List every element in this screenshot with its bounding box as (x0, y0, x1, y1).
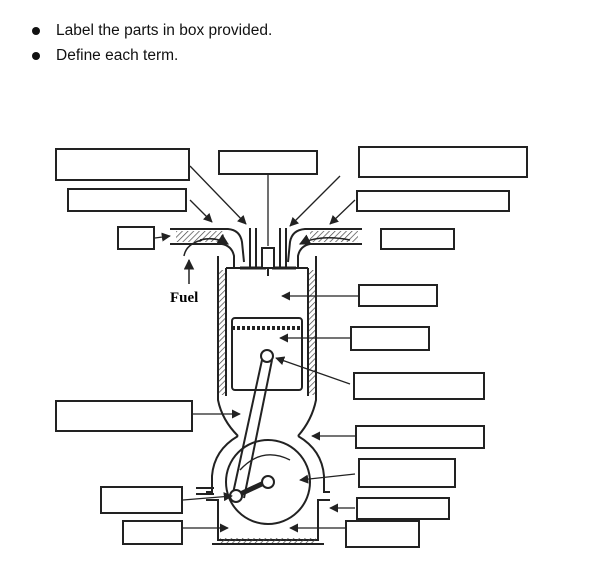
instruction-item: Define each term. (30, 43, 272, 68)
label-box-6[interactable] (117, 226, 155, 250)
label-box-8[interactable] (358, 284, 438, 307)
label-box-14[interactable] (100, 486, 183, 514)
instructions-list: Label the parts in box provided. Define … (30, 18, 272, 68)
fuel-arrow (183, 239, 203, 284)
label-box-2[interactable] (218, 150, 318, 175)
label-box-11[interactable] (55, 400, 193, 432)
label-box-10[interactable] (353, 372, 485, 400)
cylinder (217, 256, 317, 437)
label-box-13[interactable] (358, 458, 456, 488)
label-box-7[interactable] (380, 228, 455, 250)
crankcase (196, 435, 330, 545)
instruction-item: Label the parts in box provided. (30, 18, 272, 43)
bullet-icon (32, 52, 40, 60)
fuel-label: Fuel (170, 290, 198, 306)
label-box-5[interactable] (356, 190, 510, 212)
label-box-9[interactable] (350, 326, 430, 351)
label-box-17[interactable] (345, 520, 420, 548)
crankshaft (225, 439, 311, 525)
bullet-icon (32, 27, 40, 35)
instruction-text: Label the parts in box provided. (56, 22, 273, 39)
leader-lines (154, 165, 360, 533)
label-box-15[interactable] (356, 497, 450, 520)
connecting-rod (231, 359, 273, 499)
manifold (170, 228, 362, 268)
label-box-16[interactable] (122, 520, 183, 545)
piston (231, 317, 303, 391)
label-box-4[interactable] (67, 188, 187, 212)
label-box-1[interactable] (55, 148, 190, 181)
label-box-12[interactable] (355, 425, 485, 449)
label-box-3[interactable] (358, 146, 528, 178)
instruction-text: Define each term. (56, 47, 179, 64)
